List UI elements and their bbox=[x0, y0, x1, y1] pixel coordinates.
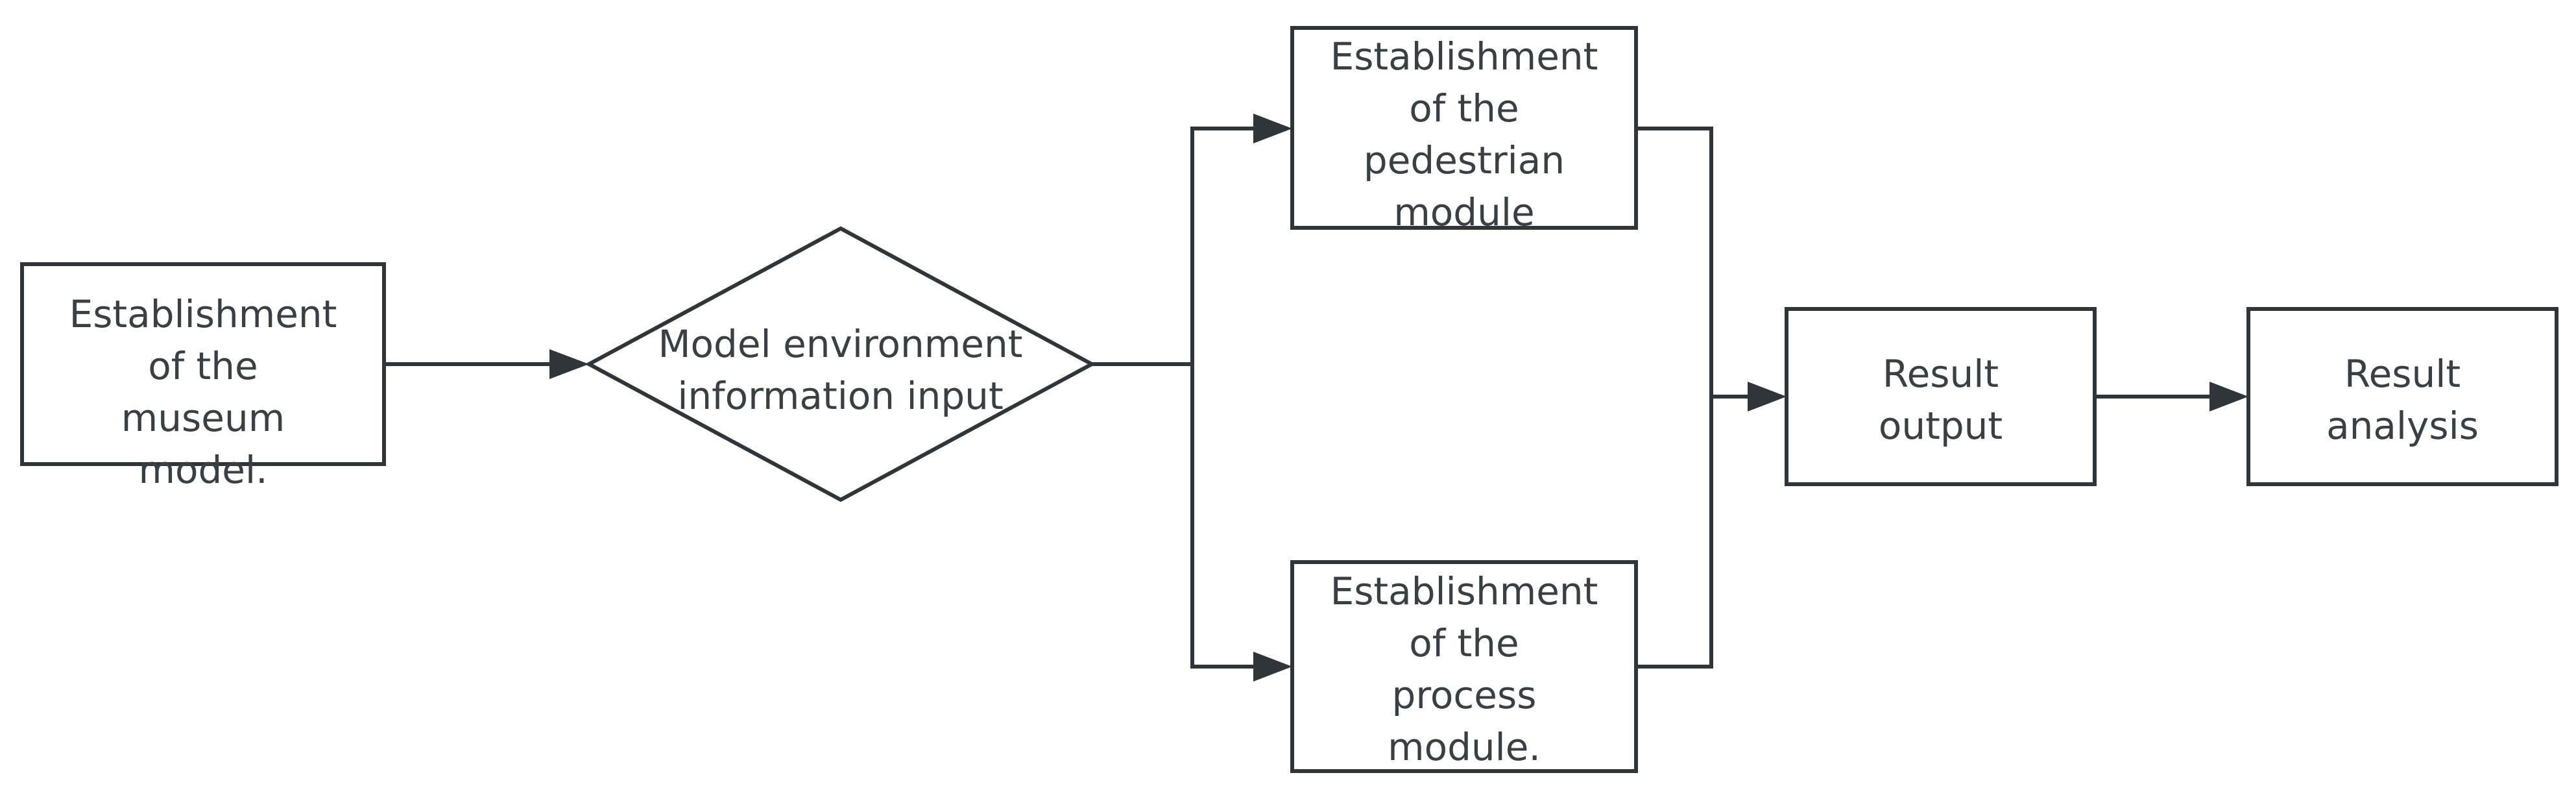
process-module-box bbox=[1290, 560, 1638, 773]
result-output-label: Result output bbox=[1878, 352, 2003, 448]
environment-input-diamond bbox=[584, 226, 1096, 502]
arrowhead-into-process bbox=[1253, 652, 1292, 682]
result-output-box bbox=[1785, 307, 2097, 486]
connectors bbox=[384, 114, 2248, 682]
edge-split-to-process bbox=[1190, 364, 1258, 669]
result-analysis-label: Result analysis bbox=[2326, 352, 2479, 448]
environment-input-label: Model environment information input bbox=[658, 322, 1023, 418]
edge-pedestrian-to-merge bbox=[1636, 127, 1713, 397]
result-analysis-box bbox=[2246, 307, 2558, 486]
museum-model-label: Establishment of the museum model. bbox=[69, 292, 337, 492]
pedestrian-module-label: Establishment of the pedestrian module bbox=[1330, 34, 1598, 234]
museum-model-box bbox=[20, 262, 386, 466]
arrowhead-into-input bbox=[549, 349, 589, 379]
edge-split-to-pedestrian bbox=[1190, 127, 1258, 364]
arrowhead-into-pedestrian bbox=[1253, 114, 1292, 143]
arrowhead-into-analysis bbox=[2209, 382, 2248, 412]
nodes bbox=[20, 26, 2558, 773]
pedestrian-module-box bbox=[1290, 26, 1638, 230]
process-module-label: Establishment of the process module. bbox=[1330, 569, 1598, 769]
edge-process-to-merge bbox=[1636, 397, 1713, 669]
arrowhead-into-output bbox=[1748, 382, 1787, 412]
